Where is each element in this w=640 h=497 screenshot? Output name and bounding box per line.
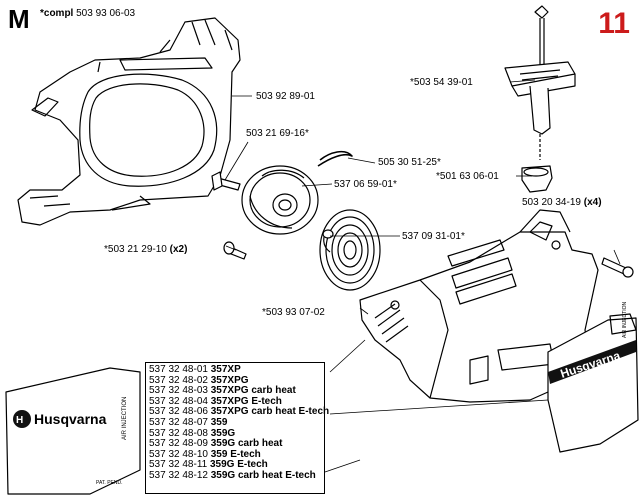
kit-number: 537 32 48-03 <box>149 385 208 397</box>
rewind-spring-part <box>319 209 381 291</box>
kit-number: 537 32 48-04 <box>149 395 208 407</box>
logo-letter: H <box>16 415 23 426</box>
kit-number: 537 32 48-11 <box>149 459 208 471</box>
callout-spring: 505 30 51-25* <box>378 157 441 168</box>
kit-row: 537 32 48-06 357XPG carb heat E-tech <box>149 406 329 418</box>
kit-row: 537 32 48-03 357XPG carb heat <box>149 385 324 397</box>
screw-small-part <box>223 241 247 260</box>
kit-model: 357XPG E-tech <box>210 395 282 407</box>
decal-left-side-text: AIR INJECTION <box>122 397 128 440</box>
pulley-part <box>241 165 319 235</box>
rope-guide-part <box>521 165 553 193</box>
kit-model: 359 <box>210 416 228 428</box>
kit-number: 537 32 48-07 <box>149 416 208 428</box>
decal-left-brand: Husqvarna <box>34 411 107 427</box>
kit-row: 537 32 48-07 359 <box>149 416 324 429</box>
starter-frame-part <box>17 17 241 226</box>
decal-left-small-text: PAT. PEND. <box>96 480 123 486</box>
kit-row: 537 32 48-04 357XPG E-tech <box>149 395 324 408</box>
kit-row: 537 32 48-08 359G <box>149 427 324 440</box>
kit-model: 359G E-tech <box>209 459 268 471</box>
callout-screw-x4-qty: (x4) <box>583 197 602 208</box>
callout-screw: 503 21 69-16* <box>246 128 309 139</box>
kit-number: 537 32 48-02 <box>149 374 208 386</box>
kit-model: 357XPG <box>210 374 249 386</box>
callout-pulley: 537 06 59-01* <box>334 179 397 190</box>
kit-row: 537 32 48-02 357XPG <box>149 374 324 387</box>
screw-x4-part <box>601 257 634 278</box>
kit-model: 359 E-tech <box>210 448 261 460</box>
decal-right-band <box>548 340 636 384</box>
callout-rewind-spring: 537 09 31-01* <box>402 231 465 242</box>
kit-number: 537 32 48-10 <box>149 448 208 460</box>
kit-model: 359G carb heat <box>210 438 283 450</box>
kit-row: 537 32 48-09 359G carb heat <box>149 438 324 450</box>
starter-handle-part <box>504 5 576 160</box>
callout-screw-small: *503 21 29-10 (x2) <box>104 244 187 255</box>
kit-row: 537 32 48-11 359G E-tech <box>149 460 324 471</box>
leader-lines <box>224 79 621 473</box>
kit-number: 537 32 48-08 <box>149 427 208 439</box>
compl-label: *compl 503 93 06-03 <box>40 8 135 20</box>
kit-number: 537 32 48-12 <box>149 469 208 481</box>
kit-model: 359G <box>210 427 236 439</box>
callout-starter-handle: *503 54 39-01 <box>410 77 473 88</box>
callout-rope-guide: *501 63 06-01 <box>436 171 499 182</box>
kit-model: 357XP <box>210 364 241 375</box>
kit-row: 537 32 48-01 357XP <box>149 364 324 376</box>
compl-number: 503 93 06-03 <box>76 8 136 19</box>
screw-part <box>211 171 241 191</box>
kit-number: 537 32 48-09 <box>149 438 208 450</box>
compl-prefix: *compl <box>40 8 74 19</box>
husqvarna-logo-icon <box>13 410 31 428</box>
kit-row: 537 32 48-10 359 E-tech <box>149 448 324 461</box>
callout-screw-x4: 503 20 34-19 (x4) <box>522 197 602 208</box>
kit-model: 359G carb heat E-tech <box>210 469 316 481</box>
decal-left-part <box>5 367 141 495</box>
kit-model: 357XPG carb heat <box>210 385 296 397</box>
callout-screw-small-number: *503 21 29-10 <box>104 244 167 255</box>
callout-starter-cover: *503 93 07-02 <box>262 307 325 318</box>
section-letter: M <box>8 4 30 34</box>
callout-screw-small-qty: (x2) <box>169 244 188 255</box>
callout-starter-frame: 503 92 89-01 <box>256 91 315 102</box>
callout-screw-x4-number: 503 20 34-19 <box>522 197 581 208</box>
kit-row: 537 32 48-12 359G carb heat E-tech <box>149 469 324 482</box>
kit-number: 537 32 48-06 <box>149 406 208 418</box>
kit-number: 537 32 48-01 <box>149 364 208 375</box>
kit-list: 537 32 48-01 357XP 537 32 48-02 357XPG 5… <box>145 362 329 494</box>
decal-right-side-text: AIR INJECTION <box>622 301 628 338</box>
page-number: 11 <box>598 7 630 40</box>
kit-model: 357XPG carb heat E-tech <box>210 406 330 418</box>
spring-part <box>317 150 353 167</box>
